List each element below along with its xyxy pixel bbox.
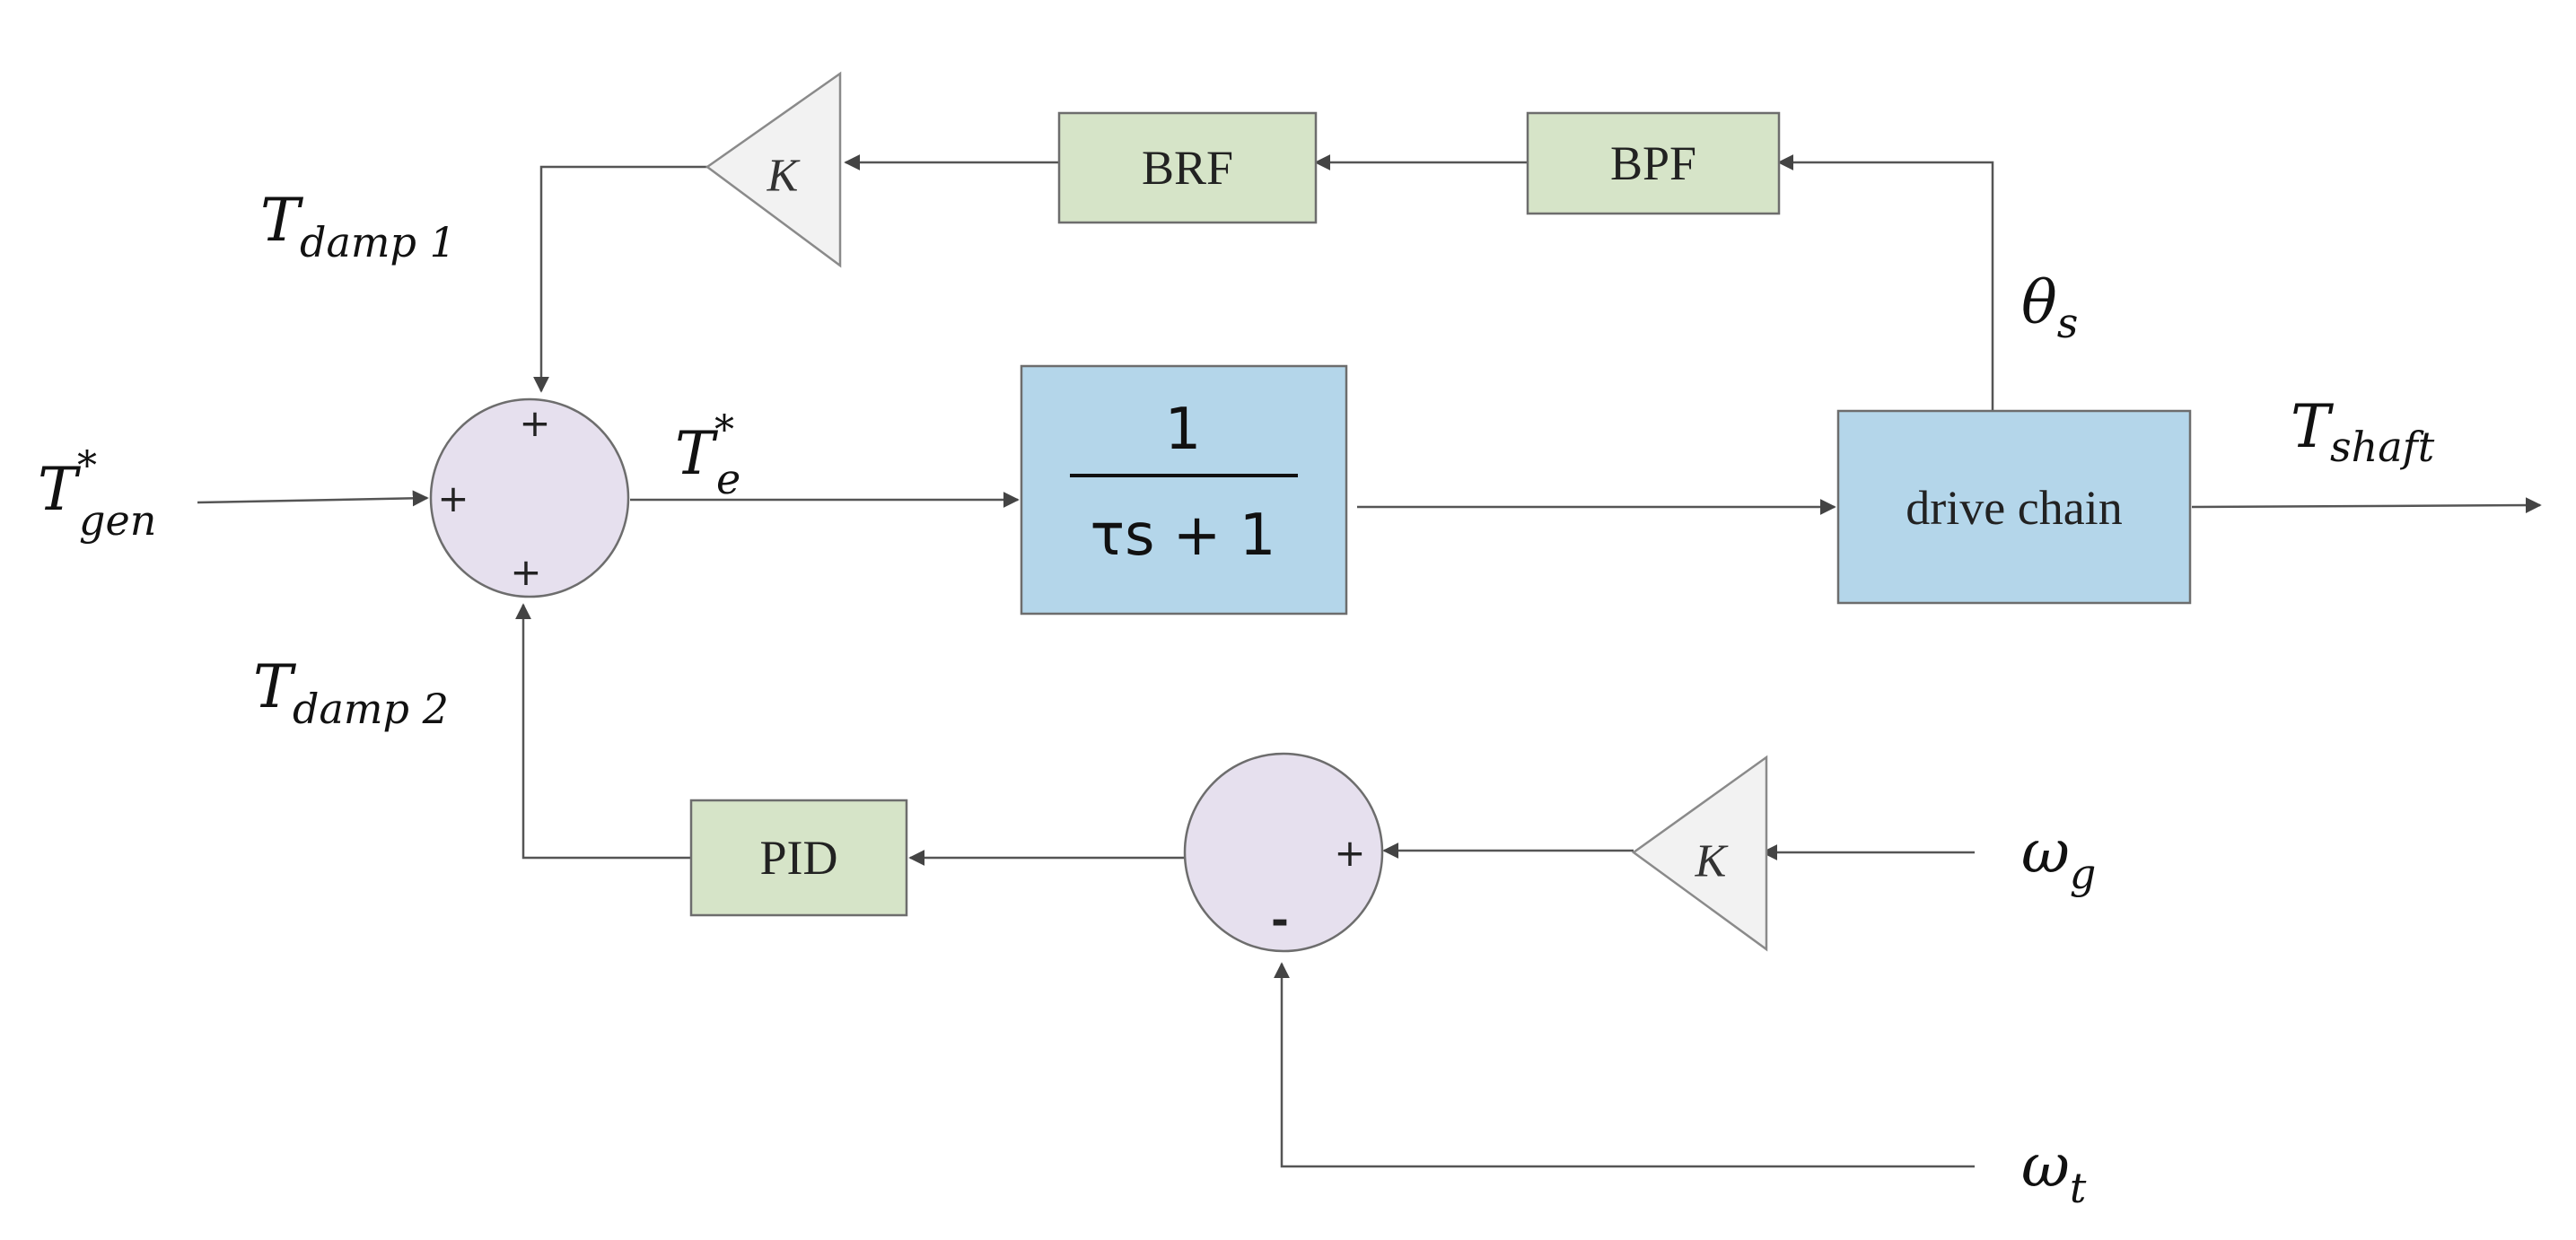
- label-omega-g: ωg: [2021, 817, 2096, 898]
- label-t-e: T*e: [675, 407, 740, 503]
- bpf-label: BPF: [1610, 136, 1696, 190]
- gain-bottom: K: [1631, 755, 1768, 952]
- wire-tgen-to-sum: [197, 490, 429, 507]
- tf-numerator: 1: [1165, 397, 1202, 463]
- brf-block: BRF: [1057, 111, 1318, 224]
- sign-bottom: +: [510, 550, 541, 594]
- sign-left: +: [437, 476, 469, 520]
- pid-block: PID: [689, 799, 908, 917]
- sign-top: +: [519, 401, 550, 445]
- summing-junction-bottom: + -: [1183, 752, 1384, 953]
- drive-chain-block: drive chain: [1836, 409, 2192, 605]
- wire-pid-to-sum: [515, 603, 691, 860]
- label-t-gen: T*gen: [38, 443, 156, 545]
- label-t-damp1: Tdamp 1: [260, 186, 456, 266]
- summing-junction-top: + + +: [429, 397, 630, 598]
- bpf-block: BPF: [1526, 111, 1781, 215]
- wire-omega-t-to-sum2: [1274, 962, 1975, 1168]
- brf-label: BRF: [1142, 141, 1233, 195]
- transfer-function-block: 1 τs + 1: [1020, 364, 1348, 616]
- sign-right: +: [1334, 831, 1365, 875]
- gain-top-label: K: [767, 151, 801, 202]
- pid-label: PID: [759, 831, 837, 885]
- wire-drive-to-bpf: [1777, 154, 1994, 411]
- connections: [197, 154, 2542, 1168]
- wire-drive-to-tshaft: [2191, 497, 2542, 514]
- label-t-damp2: Tdamp 2: [253, 652, 449, 733]
- tf-denominator: τs + 1: [1091, 502, 1276, 569]
- gain-top: K: [705, 71, 842, 268]
- label-omega-t: ωt: [2021, 1131, 2087, 1212]
- label-t-shaft: Tshaft: [2291, 392, 2435, 471]
- wire-gain-to-sum: [533, 165, 707, 393]
- gain-bottom-label: K: [1695, 836, 1729, 887]
- drive-chain-label: drive chain: [1906, 481, 2122, 535]
- sign-minus: -: [1271, 895, 1289, 946]
- label-theta-s: θs: [2021, 268, 2078, 347]
